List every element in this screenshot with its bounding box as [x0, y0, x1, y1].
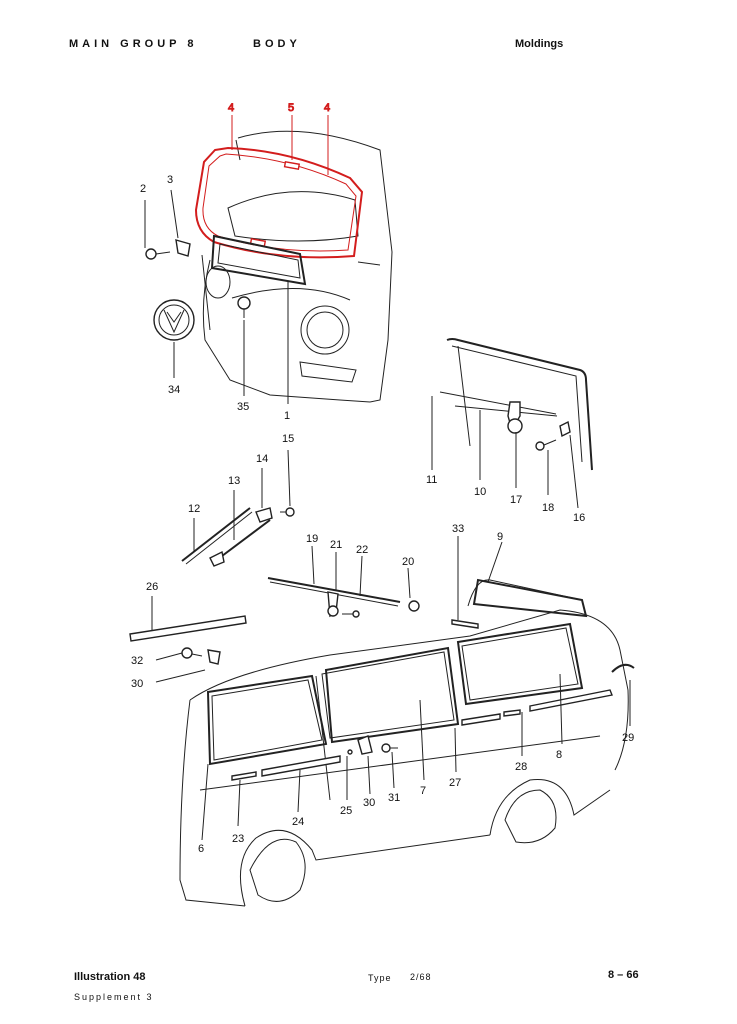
callout-2: 2: [140, 183, 146, 195]
callout-18: 18: [542, 502, 554, 514]
callout-21: 21: [330, 539, 342, 551]
callout-31: 31: [388, 792, 400, 804]
strips-group-12-15: [181, 449, 295, 567]
side-window-molding: [324, 646, 460, 744]
callout-16: 16: [573, 512, 585, 524]
strip-group-26-32-30: [129, 596, 247, 683]
callout-25: 25: [340, 805, 352, 817]
footer-date: 2/68: [410, 972, 432, 982]
callout-11: 11: [426, 474, 437, 486]
callout-10: 10: [474, 486, 486, 498]
callout-5: 5: [288, 102, 294, 114]
callout-32: 32: [131, 655, 143, 667]
roof-window-molding-part-9: [472, 578, 588, 618]
windshield-molding-highlight: [194, 146, 364, 259]
callout-7: 7: [420, 785, 426, 797]
callout-30a: 30: [131, 678, 143, 690]
callout-1: 1: [284, 410, 290, 422]
front-view-drawing: [144, 115, 393, 404]
front-side-window-molding: [206, 674, 328, 766]
callout-27: 27: [449, 777, 461, 789]
callout-19: 19: [306, 533, 318, 545]
callout-3: 3: [167, 174, 173, 186]
callout-labels: 4 5 4 2 3 34 35 1 11 10 17 18 16 15 14 1…: [131, 102, 634, 856]
footer-page-number: 8 – 66: [608, 969, 639, 981]
callout-28: 28: [515, 761, 527, 773]
callout-13: 13: [228, 475, 240, 487]
callout-8: 8: [556, 749, 562, 761]
header-main-group: MAIN GROUP 8: [69, 38, 198, 50]
callout-4b: 4: [324, 102, 330, 114]
callout-4a: 4: [228, 102, 234, 114]
footer-illustration: Illustration 48: [74, 971, 146, 983]
sliding-door-drawing: [431, 338, 593, 509]
footer-supplement: Supplement 3: [74, 992, 154, 1002]
side-view-drawing: [179, 536, 635, 907]
callout-12: 12: [188, 503, 200, 515]
vw-emblem-part-34: [153, 299, 195, 341]
callout-15: 15: [282, 433, 294, 445]
callout-33: 33: [452, 523, 464, 535]
callout-29: 29: [622, 732, 634, 744]
header-title: Moldings: [515, 38, 564, 50]
callout-24: 24: [292, 816, 304, 828]
callout-6: 6: [198, 843, 204, 855]
sliding-window-molding: [456, 622, 584, 706]
callout-35: 35: [237, 401, 249, 413]
callout-22: 22: [356, 544, 368, 556]
callout-26: 26: [146, 581, 158, 593]
header-section: BODY: [253, 38, 301, 50]
callout-34: 34: [168, 384, 180, 396]
callout-20: 20: [402, 556, 414, 568]
front-seal-part-1: [210, 234, 307, 286]
callout-17: 17: [510, 494, 522, 506]
footer-type-label: Type: [368, 973, 392, 983]
callout-23: 23: [232, 833, 244, 845]
callout-9: 9: [497, 531, 503, 543]
callout-14: 14: [256, 453, 268, 465]
callout-30b: 30: [363, 797, 375, 809]
rail-group-19-22: [267, 545, 420, 618]
